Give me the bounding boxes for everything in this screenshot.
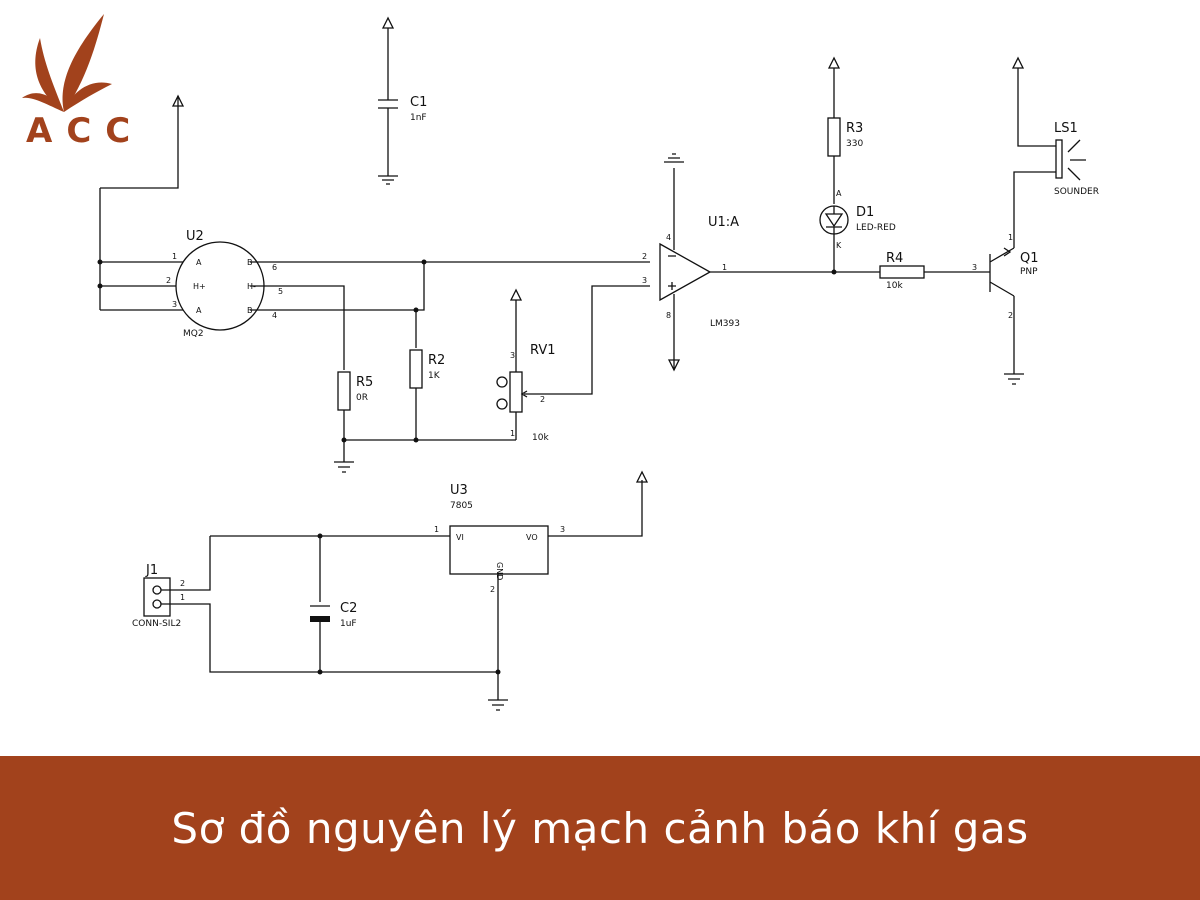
svg-text:SOUNDER: SOUNDER <box>1054 187 1099 197</box>
logo-text: ACC <box>26 111 130 150</box>
svg-text:10k: 10k <box>886 281 903 291</box>
caption-title: Sơ đồ nguyên lý mạch cảnh báo khí gas <box>171 803 1029 853</box>
svg-text:R4: R4 <box>886 251 903 266</box>
svg-text:LM393: LM393 <box>710 319 740 329</box>
svg-text:R5: R5 <box>356 375 373 390</box>
svg-text:A: A <box>196 306 202 315</box>
svg-text:1: 1 <box>434 525 439 534</box>
power-arrow-icon <box>171 94 185 107</box>
connector-j1: 2 1 J1 CONN-SIL2 <box>132 536 498 673</box>
svg-text:J1: J1 <box>145 563 158 578</box>
svg-text:8: 8 <box>666 311 671 320</box>
potentiometer-rv1: RV1 3 2 1 10k <box>496 285 650 443</box>
svg-text:3: 3 <box>642 276 647 285</box>
svg-text:PNP: PNP <box>1020 267 1038 277</box>
svg-text:1: 1 <box>1008 233 1013 242</box>
svg-text:GND: GND <box>495 562 504 580</box>
svg-text:2: 2 <box>540 395 545 404</box>
caption-bar: Sơ đồ nguyên lý mạch cảnh báo khí gas <box>0 756 1200 900</box>
svg-text:B: B <box>247 258 253 267</box>
svg-text:C2: C2 <box>340 601 357 616</box>
svg-text:3: 3 <box>560 525 565 534</box>
svg-text:R2: R2 <box>428 353 445 368</box>
svg-text:U2: U2 <box>186 229 204 244</box>
svg-text:330: 330 <box>846 139 863 149</box>
svg-text:3: 3 <box>172 300 177 309</box>
power-arrow-icon <box>381 16 395 29</box>
resistor-r4: R4 10k <box>879 251 990 291</box>
svg-text:4: 4 <box>272 311 277 320</box>
svg-text:0R: 0R <box>356 393 368 403</box>
svg-text:4: 4 <box>666 233 671 242</box>
svg-text:MQ2: MQ2 <box>183 329 204 339</box>
transistor-q1: 1 3 2 Q1 PNP <box>972 171 1056 385</box>
svg-text:1uF: 1uF <box>340 619 357 629</box>
capacitor-c1: C1 1nF <box>378 16 427 185</box>
svg-text:A: A <box>836 189 842 198</box>
comparator-u1: 2 3 1 4 8 U1:A LM393 <box>642 153 740 372</box>
acc-logo: ACC <box>22 14 130 150</box>
power-arrow-icon <box>827 56 841 69</box>
svg-text:H+: H+ <box>193 282 206 291</box>
svg-text:10k: 10k <box>532 433 549 443</box>
svg-text:LS1: LS1 <box>1054 121 1078 136</box>
power-arrow-icon <box>1011 56 1025 69</box>
ground-arrow-icon <box>667 359 681 372</box>
sounder-ls1: LS1 SOUNDER <box>1011 56 1099 197</box>
gas-alarm-schematic: C1 1nF A H+ A B H- B 1 2 3 6 5 4 U2 MQ2 … <box>97 16 1099 711</box>
svg-text:LED-RED: LED-RED <box>856 223 896 233</box>
svg-text:7805: 7805 <box>450 501 473 511</box>
sensor-u2: A H+ A B H- B 1 2 3 6 5 4 U2 MQ2 <box>97 94 283 339</box>
svg-text:2: 2 <box>166 276 171 285</box>
svg-text:VI: VI <box>456 533 464 542</box>
svg-text:U3: U3 <box>450 483 468 498</box>
svg-text:2: 2 <box>642 252 647 261</box>
resistor-r3: R3 330 <box>827 56 863 204</box>
svg-text:CONN-SIL2: CONN-SIL2 <box>132 619 181 629</box>
capacitor-c2: C2 1uF <box>310 533 501 675</box>
svg-text:1: 1 <box>172 252 177 261</box>
led-d1: A K D1 LED-RED <box>819 189 896 250</box>
resistor-r5: R5 0R <box>337 371 373 440</box>
svg-text:B: B <box>247 306 253 315</box>
resistor-r2: R2 1K <box>409 349 445 440</box>
svg-text:A: A <box>196 258 202 267</box>
svg-text:U1:A: U1:A <box>708 215 739 230</box>
svg-text:5: 5 <box>278 287 283 296</box>
svg-text:Q1: Q1 <box>1020 251 1039 266</box>
power-arrow-icon <box>509 288 523 301</box>
svg-text:2: 2 <box>490 585 495 594</box>
svg-text:R3: R3 <box>846 121 863 136</box>
flame-icon <box>22 14 112 112</box>
svg-text:1: 1 <box>722 263 727 272</box>
svg-text:1: 1 <box>510 429 515 438</box>
svg-text:VO: VO <box>526 533 538 542</box>
svg-text:1: 1 <box>180 593 185 602</box>
svg-text:D1: D1 <box>856 205 874 220</box>
svg-text:K: K <box>836 241 842 250</box>
power-arrow-icon <box>635 470 649 483</box>
svg-text:RV1: RV1 <box>530 343 556 358</box>
svg-text:C1: C1 <box>410 95 427 110</box>
svg-text:6: 6 <box>272 263 277 272</box>
svg-text:3: 3 <box>972 263 977 272</box>
svg-text:1K: 1K <box>428 371 441 381</box>
regulator-u3: VI VO GND 1 3 2 U3 7805 <box>210 470 649 711</box>
svg-text:2: 2 <box>1008 311 1013 320</box>
svg-text:1nF: 1nF <box>410 113 427 123</box>
svg-text:2: 2 <box>180 579 185 588</box>
svg-text:3: 3 <box>510 351 515 360</box>
